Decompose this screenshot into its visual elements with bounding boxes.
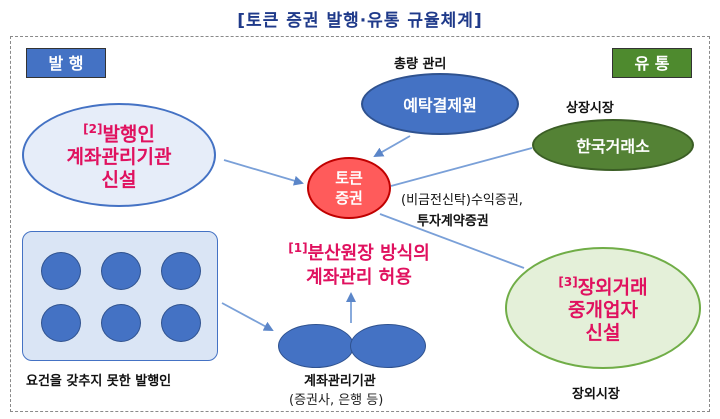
issuer-dot <box>161 252 201 290</box>
securities-line2: 투자계약증권 <box>417 214 489 229</box>
diagram-frame <box>10 36 710 412</box>
issuer-line2: 계좌관리기관 <box>66 146 172 169</box>
krx-node: 한국거래소 <box>532 119 694 171</box>
token-line2: 증권 <box>335 189 363 207</box>
unqualified-issuers-label: 요건을 갖추지 못한 발행인 <box>26 374 172 389</box>
otc-line3: 신설 <box>585 322 621 345</box>
unqualified-issuers-box <box>22 231 218 361</box>
account-manager-ellipse <box>278 324 354 368</box>
total-mgmt-label: 총량 관리 <box>394 57 447 72</box>
issuer-dot <box>101 304 141 342</box>
issuer-dot <box>161 304 201 342</box>
issuer-account-node: [2]발행인 계좌관리기관 신설 <box>22 103 216 207</box>
otc-note-marker: [3] <box>558 274 578 289</box>
ledger-line2: 계좌관리 허용 <box>306 267 412 288</box>
issuer-note-marker: [2] <box>83 121 103 136</box>
arrow-issuer-to-token <box>223 159 304 186</box>
account-manager-sublabel: (증권사, 은행 등) <box>289 393 384 408</box>
listed-market-label: 상장시장 <box>566 101 614 116</box>
otc-broker-node: [3]장외거래 중개업자 신설 <box>505 247 701 369</box>
issuer-line3: 신설 <box>101 169 137 192</box>
issuer-line1: 발행인 <box>102 123 155 146</box>
issuance-tag: 발 행 <box>26 48 106 78</box>
ledger-note-marker: [1] <box>288 241 308 255</box>
issuer-dot <box>41 304 81 342</box>
line-token-to-otc <box>379 213 525 269</box>
token-line1: 토큰 <box>335 169 363 187</box>
diagram-title: [토큰 증권 발행·유통 규율체계] <box>237 11 483 31</box>
issuer-dot <box>41 252 81 290</box>
issuer-dot <box>101 252 141 290</box>
account-manager-ellipse <box>350 324 426 368</box>
token-securities-node: 토큰 증권 <box>307 157 391 219</box>
securities-line1: (비금전신탁)수익증권, <box>401 193 523 208</box>
otc-market-label: 장외시장 <box>572 387 620 402</box>
line-token-to-krx <box>390 147 533 187</box>
ledger-line1: 분산원장 방식의 <box>307 243 430 264</box>
otc-line2: 중개업자 <box>568 299 638 322</box>
arrow-ksd-to-token <box>373 135 411 157</box>
circulation-tag: 유 통 <box>612 48 692 78</box>
distributed-ledger-text: [1]분산원장 방식의 계좌관리 허용 <box>274 236 444 290</box>
account-manager-label: 계좌관리기관 <box>304 374 376 389</box>
securities-type-text: (비금전신탁)수익증권, 투자계약증권 <box>401 189 523 229</box>
ksd-node: 예탁결제원 <box>361 73 519 135</box>
arrow-unqualified-to-acct <box>221 302 274 331</box>
otc-line1: 장외거래 <box>577 276 648 299</box>
